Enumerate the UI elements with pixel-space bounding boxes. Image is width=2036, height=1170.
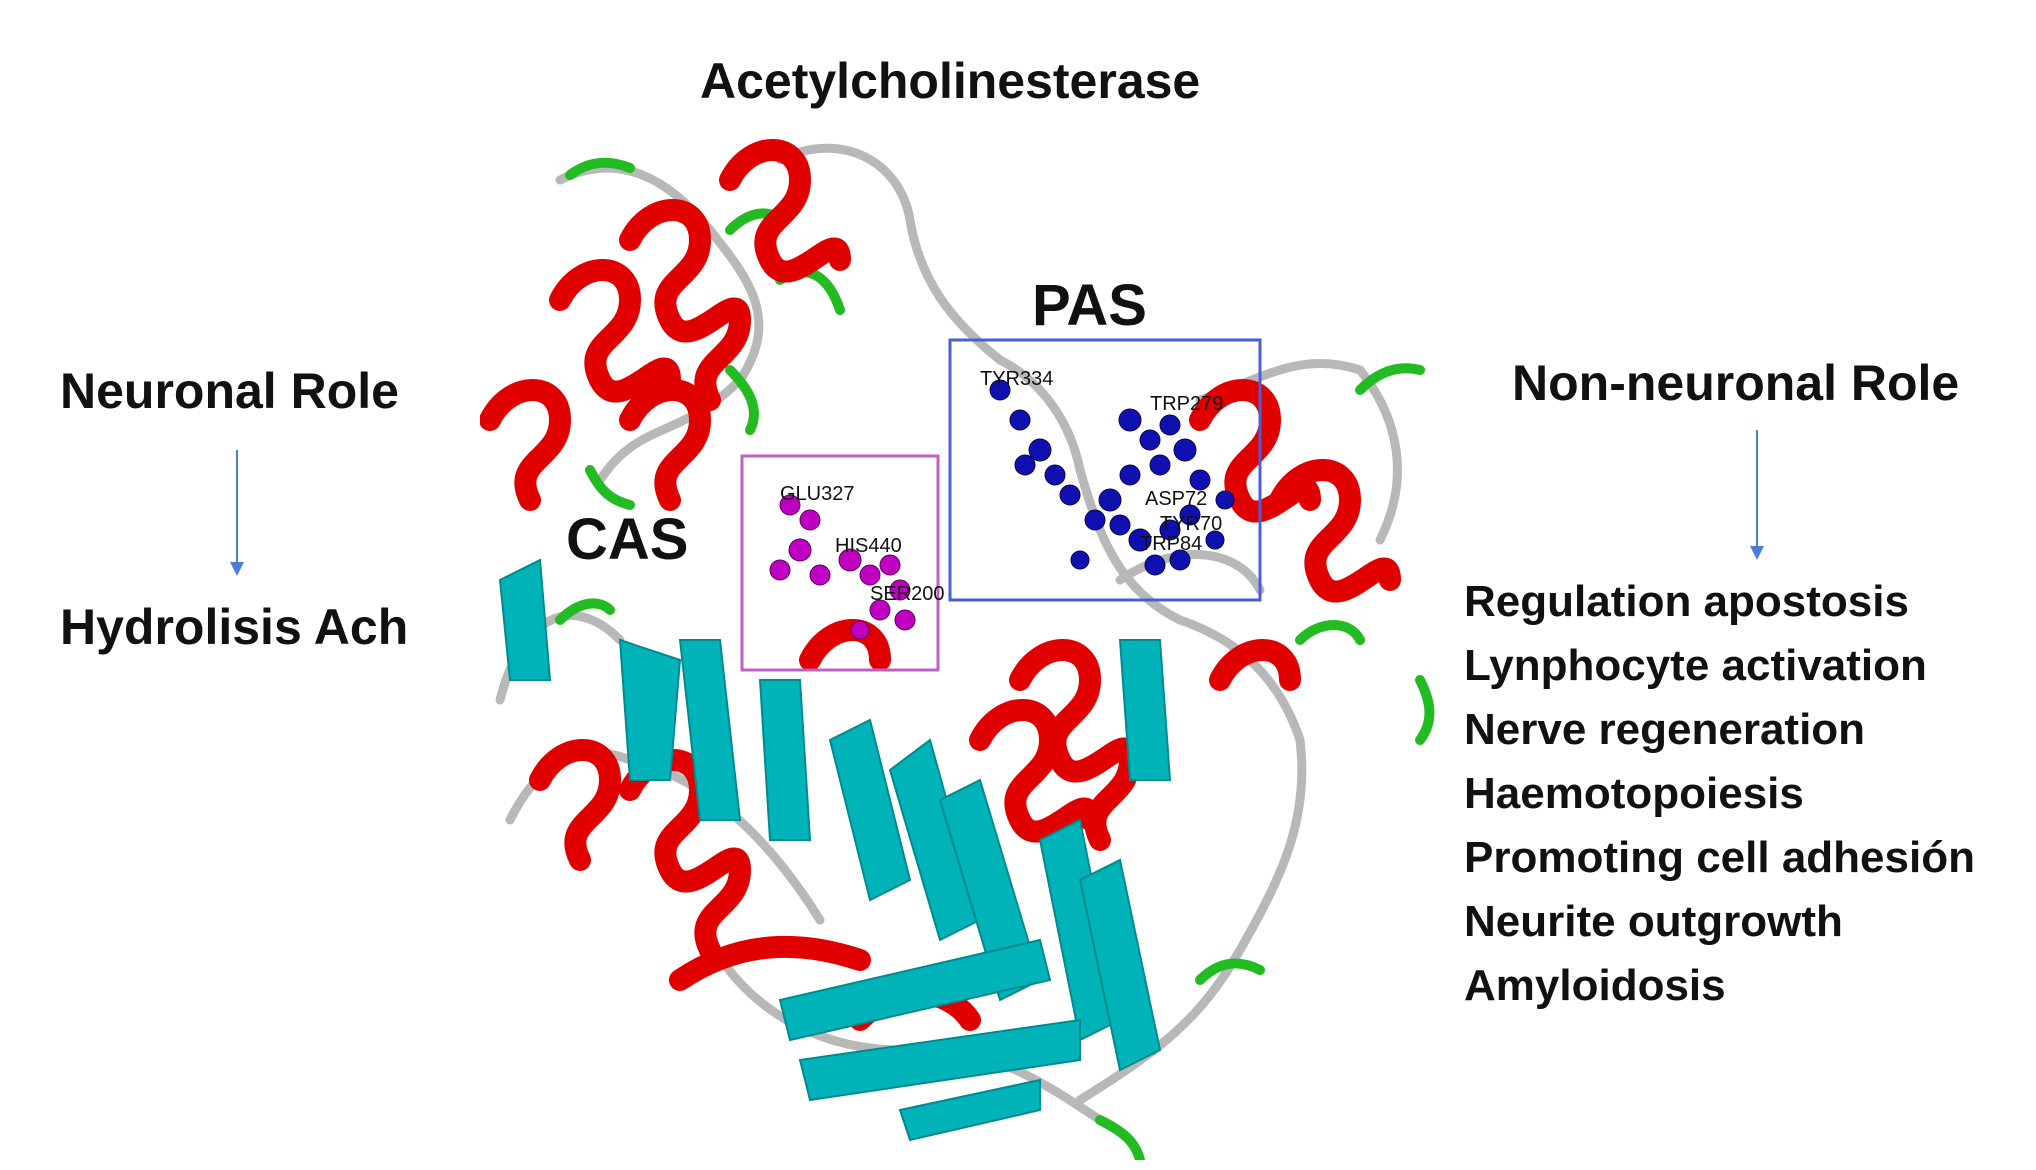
figure-title: Acetylcholinesterase [700, 53, 1201, 109]
neuronal-role-heading: Neuronal Role [60, 363, 399, 419]
residue-label: TRP84 [1140, 533, 1202, 555]
residue-label: HIS440 [835, 535, 902, 557]
residue-label: GLU327 [780, 483, 855, 505]
cas-residue-labels: GLU327 HIS440 SER200 [780, 483, 945, 605]
neuronal-role-item: Hydrolisis Ach [60, 599, 409, 655]
non-neuronal-role-list: Regulation apostosis Lynphocyte activati… [1464, 570, 1975, 1018]
residue-label: TYR70 [1160, 513, 1222, 535]
pas-site-label: PAS [1032, 273, 1147, 338]
cas-site-label: CAS [566, 507, 689, 572]
residue-label: ASP72 [1145, 488, 1207, 510]
pas-site-box [948, 338, 1262, 602]
residue-label: SER200 [870, 583, 945, 605]
residue-label: TYR334 [980, 368, 1053, 390]
residue-label: TRP279 [1150, 393, 1223, 415]
cas-site-box [740, 454, 940, 672]
role-item: Amyloidosis [1464, 961, 1726, 1010]
role-item: Neurite outgrowth [1464, 897, 1843, 946]
non-neuronal-role-heading: Non-neuronal Role [1512, 355, 1960, 411]
role-item: Promoting cell adhesión [1464, 833, 1975, 882]
pas-atoms [989, 379, 1235, 576]
protein-ribbon-illustration: TYR334 TRP279 ASP72 TYR70 TRP84 GLU327 H… [480, 139, 1435, 1160]
turn-segments [555, 157, 1435, 1160]
helix-segments [480, 139, 1401, 1031]
role-item: Haemotopoiesis [1464, 769, 1804, 818]
pas-residue-labels: TYR334 TRP279 ASP72 TYR70 TRP84 [980, 368, 1223, 555]
role-item: Regulation apostosis [1464, 577, 1909, 626]
neuronal-arrow-icon [230, 450, 244, 576]
role-item: Nerve regeneration [1464, 705, 1866, 754]
sheet-segments [498, 558, 1172, 1142]
non-neuronal-arrow-icon [1750, 430, 1764, 560]
role-item: Lynphocyte activation [1464, 641, 1927, 690]
cas-atoms [769, 494, 916, 640]
